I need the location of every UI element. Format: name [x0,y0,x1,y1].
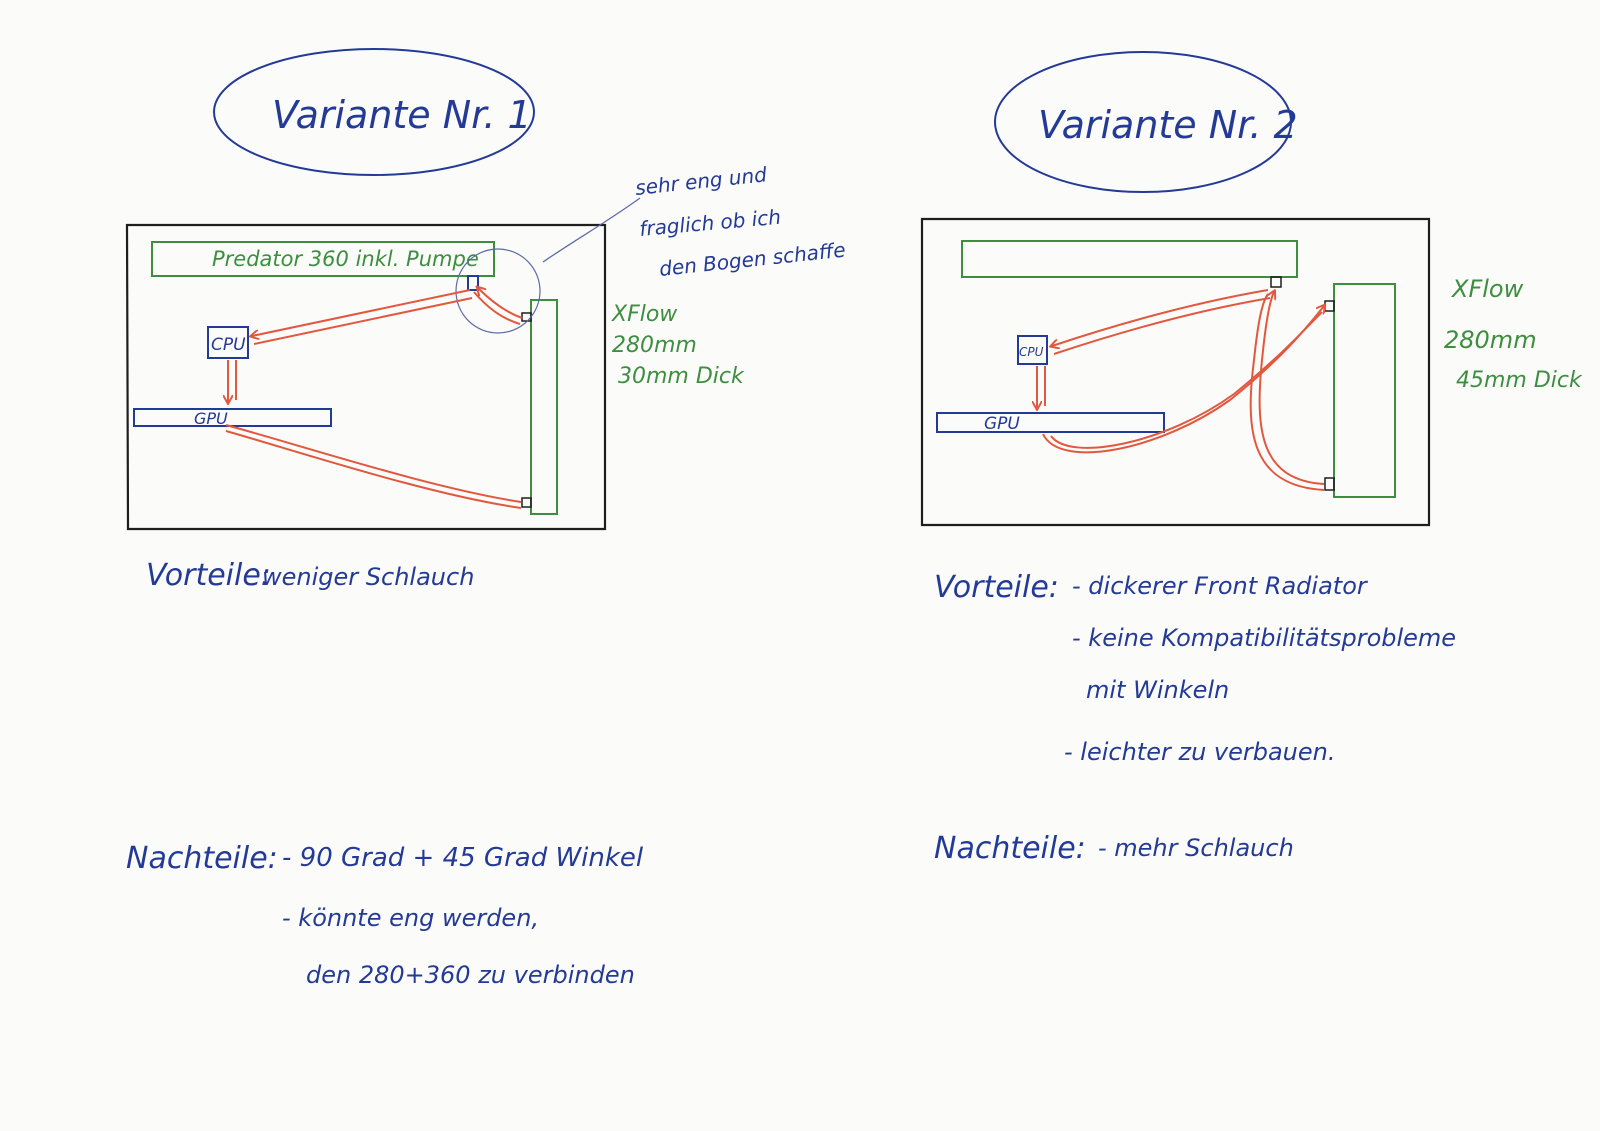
variant2-front-radiator-label: XFlow 280mm 45mm Dick [1444,275,1583,393]
variant2-title-ellipse [994,51,1292,193]
variant2-cpu-block [1017,335,1048,365]
variant1-front-line1: XFlow [611,302,678,327]
variant1-tight-spot-circle [455,248,541,334]
variant1-annotation-line2: fraglich ob ich [638,205,781,241]
variant1-cons-heading: Nachteile: [126,841,278,876]
variant1-annotation: sehr eng und fraglich ob ich den Bogen s… [542,162,847,281]
variant2-top-rad-fitting [1270,276,1282,288]
variant1-cons-item-2: - könnte eng werden, [282,904,539,932]
variant2-tubing [1037,289,1325,491]
variant1-cons: Nachteile: - 90 Grad + 45 Grad Winkel - … [126,841,644,989]
variant1-tube-rad-to-pump [478,288,523,319]
variant1-case: Predator 360 inkl. Pumpe CPU GPU [125,223,607,531]
variant2-pros-heading: Vorteile: [934,570,1059,605]
variant2-rad-fitting-bottom [1324,477,1335,491]
variant1-pros: Vorteile: weniger Schlauch [146,558,474,593]
variant1-tube-gpu-to-rad [225,424,522,503]
variant1-front-radiator [530,299,558,515]
variant1-title-ellipse [213,48,535,176]
variant1-annotation-line3: den Bogen schaffe [658,238,847,281]
variant1-annotation-line1: sehr eng und [634,162,768,200]
variant2-cons-item-1: - mehr Schlauch [1098,834,1294,862]
variant2-case: CPU GPU [920,217,1431,527]
variant1-title: Variante Nr. 1 [272,93,532,137]
variant2-gpu-label: GPU [984,414,1020,434]
variant1-pump-fitting [467,275,479,291]
variant1-rad-fitting-bottom [521,497,532,508]
variant2-pros-item-1: - dickerer Front Radiator [1072,572,1369,600]
variant1-tubing [225,288,523,509]
variant1-front-radiator-label: XFlow 280mm 30mm Dick [611,302,745,389]
variant1-gpu-label: GPU [194,409,228,428]
variant1-radiator-label: Predator 360 inkl. Pumpe [212,247,479,271]
variant1-front-line3: 30mm Dick [618,364,745,389]
variant2-pros-item-2: - keine Kompatibilitätsprobleme [1072,624,1456,652]
variant2-title-group: Variante Nr. 2 [994,51,1298,193]
variant2-pros-item-4: - leichter zu verbauen. [1064,738,1336,766]
variant2-top-radiator [961,240,1298,278]
variant1-title-group: Variante Nr. 1 [213,48,535,176]
variant2-tube-toprad-to-cpu [1052,289,1269,346]
variant2-title: Variante Nr. 2 [1038,103,1298,147]
variant2-pros: Vorteile: - dickerer Front Radiator - ke… [934,570,1456,766]
variant1-cons-item-3: den 280+360 zu verbinden [306,961,635,989]
variant2-front-radiator [1333,283,1396,498]
variant2-front-line2: 280mm [1444,326,1537,354]
variant1-gpu-card [133,408,332,427]
variant1-rad-fitting-top [521,312,532,322]
variant2-front-line3: 45mm Dick [1456,368,1583,393]
variant2-front-line1: XFlow [1450,275,1524,303]
variant2-cons: Nachteile: - mehr Schlauch [934,831,1294,866]
variant1-front-line2: 280mm [612,333,697,358]
variant1-top-radiator [151,241,495,277]
variant2-pros-item-3: mit Winkeln [1086,676,1229,704]
variant1-cpu-block [207,326,249,359]
variant1-annotation-pointer [542,197,641,263]
variant1-cpu-label: CPU [211,335,246,355]
variant1-cons-item-1: - 90 Grad + 45 Grad Winkel [282,843,644,873]
variant1-tube-pump-to-cpu [252,289,471,336]
variant2-tube-gpu-to-rad [1042,306,1324,454]
variant2-gpu-card [936,412,1165,433]
variant2-tube-rad-to-toprad [1258,292,1325,485]
variant2-cons-heading: Nachteile: [934,831,1086,866]
variant2-cpu-label: CPU [1019,345,1044,359]
variant1-pros-heading: Vorteile: [146,558,271,593]
variant2-rad-fitting-top [1324,300,1335,312]
variant1-pros-item-1: weniger Schlauch [262,563,474,591]
